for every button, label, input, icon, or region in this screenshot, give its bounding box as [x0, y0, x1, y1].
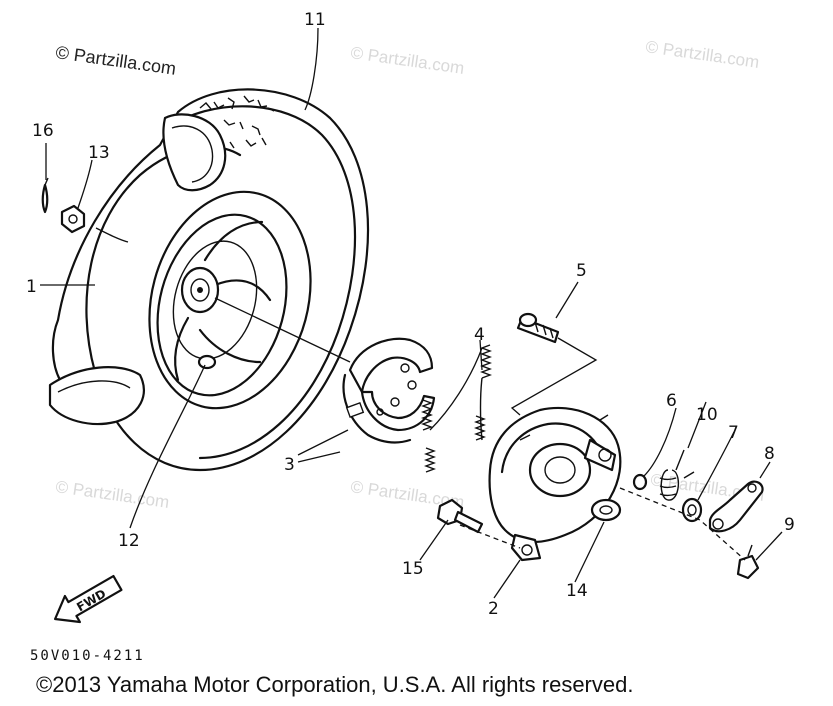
callout-13: 13	[88, 143, 110, 163]
callout-9: 9	[784, 515, 795, 535]
brake-shoes	[342, 337, 436, 444]
callout-3: 3	[284, 455, 295, 475]
axle-nut-12	[197, 354, 217, 370]
callout-12: 12	[118, 531, 140, 551]
callout-6: 6	[666, 391, 677, 411]
brake-arm-8	[708, 480, 764, 533]
copyright-notice: ©2013 Yamaha Motor Corporation, U.S.A. A…	[36, 672, 634, 697]
callout-2: 2	[488, 599, 499, 619]
brake-shoe-plate	[488, 406, 622, 562]
cotter-pin-16	[41, 177, 49, 214]
tire-tread-marks	[199, 95, 275, 149]
collar-14	[590, 498, 622, 522]
brake-camshaft	[516, 312, 560, 344]
washer-7	[681, 497, 703, 523]
tire-and-wheel	[48, 88, 370, 472]
watermark-top-left: © Partzilla.com	[54, 42, 177, 79]
watermark-top-right: © Partzilla.com	[644, 37, 760, 72]
callout-numbers: 1 2 3 4 5 6 7 8 9 10 11 12 13 14 15 16	[26, 10, 795, 619]
callout-7: 7	[728, 423, 739, 443]
callout-1: 1	[26, 277, 37, 297]
callout-11: 11	[304, 10, 326, 30]
callout-16: 16	[32, 121, 54, 141]
callout-10: 10	[696, 405, 718, 425]
indicator-plate-6	[632, 473, 648, 491]
callout-5: 5	[576, 261, 587, 281]
nut-13	[60, 204, 86, 234]
callout-4: 4	[474, 325, 485, 345]
watermark-top-center: © Partzilla.com	[349, 43, 465, 78]
callout-8: 8	[764, 444, 775, 464]
leader-lines	[40, 27, 783, 599]
diagram-code: 50V010-4211	[30, 648, 145, 664]
brake-springs	[421, 344, 492, 473]
forward-direction-arrow: FWD	[53, 574, 123, 624]
bolt-9	[736, 544, 760, 580]
callout-15: 15	[402, 559, 424, 579]
callout-14: 14	[566, 581, 588, 601]
torsion-spring-10	[659, 449, 695, 501]
watermark-mid-left: © Partzilla.com	[54, 477, 170, 512]
